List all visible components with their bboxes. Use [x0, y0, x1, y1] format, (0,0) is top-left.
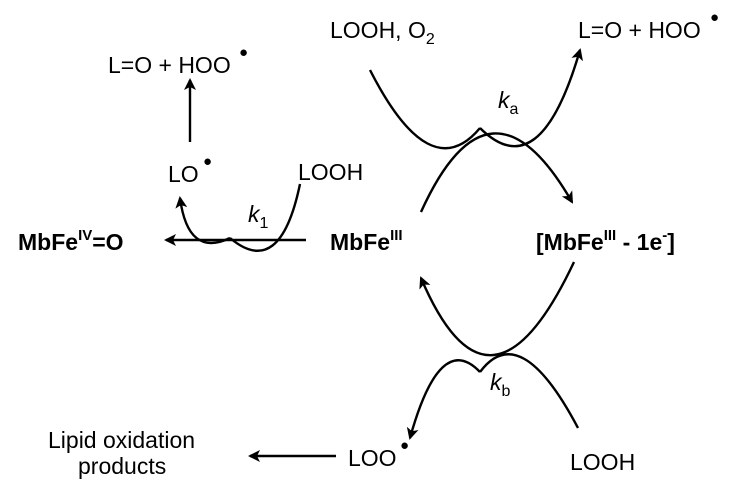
kb-curve-in [479, 353, 580, 429]
looh-k1-label: LOOH [298, 159, 363, 185]
lipid-oxidation-line2: products [78, 453, 166, 479]
ka-label: ka [498, 87, 519, 118]
ka-curve-in [368, 69, 481, 150]
lo-hoo-left-label: L=O + HOO [108, 52, 231, 78]
k1-label: k1 [248, 201, 269, 232]
mbfe-iii: MbFeIII [330, 227, 403, 255]
lo-radical-label: LO [168, 161, 199, 187]
loo-radical-label: LOO [348, 445, 397, 471]
mbfe-iv-oxo: MbFeIV=O [18, 227, 124, 255]
looh-bottom-label: LOOH [570, 449, 635, 475]
upper-arc-arrow [419, 132, 574, 213]
looh-o2-label: LOOH, O2 [330, 17, 435, 48]
radical-dot: ● [400, 437, 409, 454]
k1-curve-out [175, 196, 231, 245]
radical-dot: ● [710, 9, 719, 26]
lo-hoo-right-label: L=O + HOO [578, 17, 701, 43]
radical-dot: ● [239, 44, 248, 61]
kb-label: kb [490, 369, 511, 400]
mbfe-iii-oxidized: [MbFeIII - 1e-] [536, 227, 675, 255]
lipid-oxidation-line1: Lipid oxidation [48, 427, 195, 453]
ka-curve-out [479, 48, 583, 148]
lower-arc-arrow [419, 261, 576, 357]
radical-dot: ● [203, 153, 212, 170]
kb-curve-out [406, 359, 481, 440]
k1-curve-in [229, 183, 302, 252]
